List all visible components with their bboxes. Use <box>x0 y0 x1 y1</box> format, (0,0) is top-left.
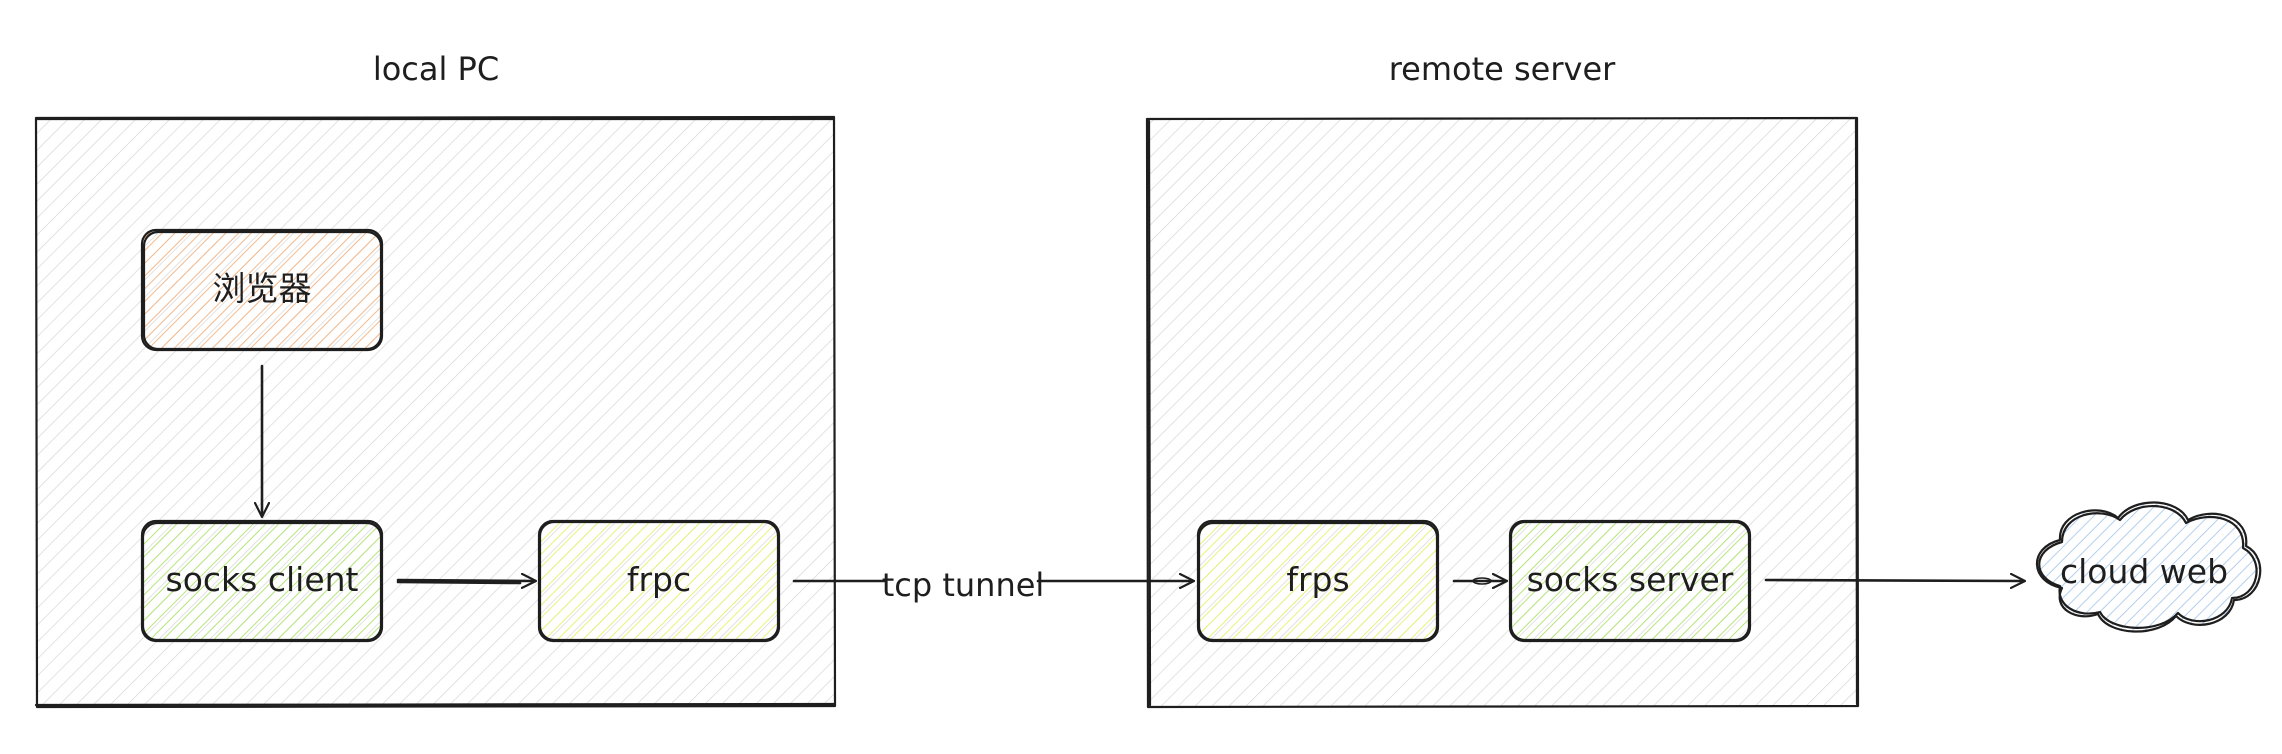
node-cloud-web-label: cloud web <box>2060 552 2228 591</box>
node-socks-client[interactable]: socks client <box>140 519 384 643</box>
node-socks-client-fill <box>142 521 382 641</box>
edge-frps-to-socks-server <box>1452 578 1506 584</box>
node-frpc[interactable]: frpc <box>537 519 781 643</box>
node-browser-fill <box>142 230 382 350</box>
node-frps[interactable]: frps <box>1196 519 1440 643</box>
node-frps-fill <box>1198 521 1438 641</box>
node-browser[interactable]: 浏览器 <box>140 228 384 352</box>
node-socks-server-label: socks server <box>1527 560 1734 599</box>
node-frpc-fill <box>539 521 779 641</box>
node-socks-server[interactable]: socks server <box>1508 519 1752 643</box>
region-local-pc-border <box>34 115 837 709</box>
arrow-socks-client-to-frpc <box>396 580 535 581</box>
node-cloud-web-fill <box>2036 502 2261 632</box>
edge-tcp-tunnel: tcp tunnel <box>792 566 1193 604</box>
node-frpc-label: frpc <box>627 560 691 599</box>
region-title-remote-server: remote server <box>1389 50 1616 88</box>
node-cloud-web-border <box>2035 501 2262 633</box>
region-remote-server-border <box>1145 116 1860 709</box>
node-socks-server-fill <box>1510 521 1750 641</box>
edge-socks-server-to-cloud <box>1764 580 2024 581</box>
edge-socks-client-to-frpc <box>396 580 535 583</box>
node-browser-label: 浏览器 <box>213 269 312 308</box>
node-cloud-web[interactable]: cloud web <box>2035 501 2262 633</box>
tunnel-label: tcp tunnel <box>882 566 1045 604</box>
node-frps-label: frps <box>1286 560 1349 599</box>
region-title-local-pc: local PC <box>373 50 499 88</box>
node-socks-client-label: socks client <box>166 560 359 599</box>
arrow-socks-server-to-cloud <box>1764 580 2024 581</box>
